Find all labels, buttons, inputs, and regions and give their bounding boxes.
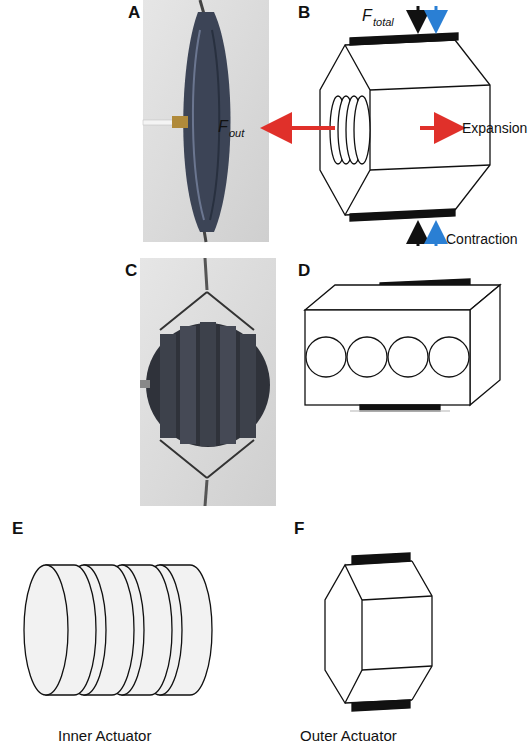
actuator-diagram-d: [305, 279, 500, 411]
motion-label: Expansion: [462, 121, 527, 135]
part-caption: Outer Actuator: [300, 728, 397, 743]
panel-letter: C: [125, 262, 137, 279]
outer-actuator-diagram-f: [325, 553, 432, 711]
force-arrows: [268, 6, 458, 246]
force-subscript: out: [229, 128, 244, 139]
inner-actuator-diagram-e: [24, 565, 212, 695]
panel-letter: D: [298, 262, 310, 279]
force-subscript: total: [373, 17, 394, 28]
motion-label: Contraction: [446, 232, 518, 246]
panel-letter: A: [128, 4, 140, 21]
panel-letter: E: [12, 520, 23, 537]
photo-a: [143, 0, 269, 242]
panel-letter: B: [298, 4, 310, 21]
part-caption: Inner Actuator: [58, 728, 151, 743]
panel-letter: F: [294, 520, 304, 537]
force-symbol: F: [218, 119, 228, 135]
force-symbol: F: [362, 8, 372, 24]
photo-c: [140, 258, 276, 506]
